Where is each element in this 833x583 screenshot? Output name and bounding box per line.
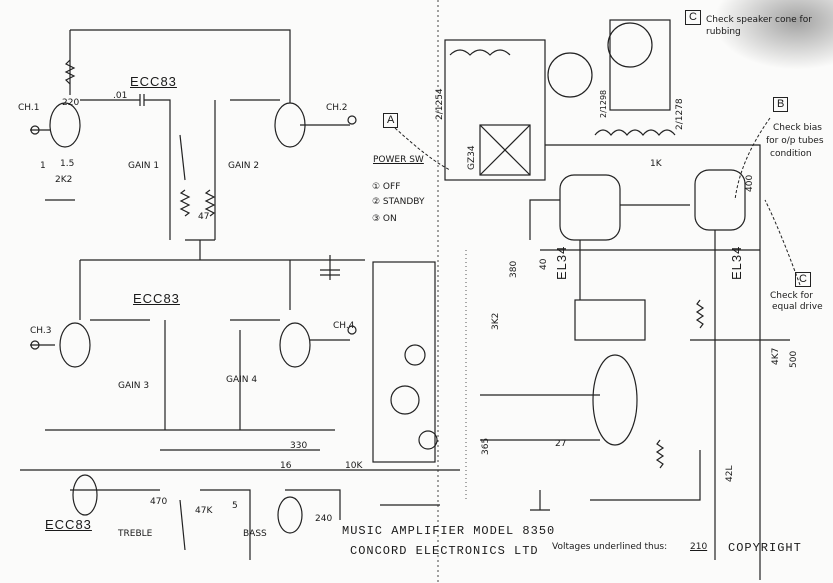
resistor-470: 470 xyxy=(150,497,168,507)
capacitor-16: 16 xyxy=(280,461,292,471)
marker-c-side: C xyxy=(795,272,811,287)
gain-2-label: GAIN 2 xyxy=(228,161,260,171)
voltage-example: 210 xyxy=(690,542,708,552)
power-switch-on: ③ ON xyxy=(372,214,397,224)
resistor-500: 500 xyxy=(789,350,799,368)
power-switch-label: POWER SW xyxy=(373,155,424,165)
resistor-5: 5 xyxy=(232,501,238,511)
note-speaker-cone: Check speaker cone for rubbing xyxy=(706,15,812,37)
copyright-text: COPYRIGHT xyxy=(728,541,802,555)
marker-a: A xyxy=(383,113,399,128)
tube-gz34: GZ34 xyxy=(467,145,477,170)
note-drive-1: Check for xyxy=(770,291,813,301)
resistor-4k7: 4K7 xyxy=(771,347,781,365)
note-drive-2: equal drive xyxy=(772,302,823,312)
note-bias-2: for o/p tubes xyxy=(766,136,824,146)
resistor-42l: 42L xyxy=(725,465,735,482)
note-bias-3: condition xyxy=(770,149,812,159)
scan-smudge xyxy=(713,0,833,70)
channel-1-label: CH.1 xyxy=(18,103,40,113)
gain-1-label: GAIN 1 xyxy=(128,161,160,171)
model-title: MUSIC AMPLIFIER MODEL 8350 xyxy=(342,524,556,538)
resistor-3k2: 3K2 xyxy=(491,312,501,330)
resistor-330: 330 xyxy=(290,441,308,451)
capacitor-01: .01 xyxy=(113,91,128,101)
tube-ecc83-2: ECC83 xyxy=(133,291,180,306)
resistor-2k2: 2K2 xyxy=(55,175,73,185)
bass-label: BASS xyxy=(243,529,267,539)
voltage-note: Voltages underlined thus: xyxy=(552,542,668,552)
channel-3-label: CH.3 xyxy=(30,326,52,336)
tube-el34-1: EL34 xyxy=(554,245,569,280)
marker-c-top: C xyxy=(685,10,701,25)
resistor-27: 27 xyxy=(555,439,567,449)
resistor-380: 380 xyxy=(509,260,519,278)
power-switch-standby: ② STANDBY xyxy=(372,197,425,207)
resistor-47k: 47K xyxy=(195,506,213,516)
resistor-1: 1 xyxy=(40,161,46,171)
choke-label: 2/1298 xyxy=(599,89,608,118)
resistor-10k: 10K xyxy=(345,461,363,471)
resistor-240: 240 xyxy=(315,514,333,524)
power-switch-off: ① OFF xyxy=(372,182,401,192)
capacitor-40: 40 xyxy=(539,258,549,270)
resistor-365: 365 xyxy=(481,437,491,455)
tube-el34-2: EL34 xyxy=(729,245,744,280)
tube-ecc83-3: ECC83 xyxy=(45,517,92,532)
resistor-400: 400 xyxy=(745,174,755,192)
note-bias-1: Check bias xyxy=(773,123,822,133)
resistor-220: 220 xyxy=(62,98,80,108)
resistor-1-5: 1.5 xyxy=(60,159,75,169)
output-transformer-label: 2/1278 xyxy=(675,98,685,130)
treble-label: TREBLE xyxy=(118,529,153,539)
tube-ecc83-1: ECC83 xyxy=(130,74,177,89)
mains-transformer-label: 2/1254 xyxy=(435,88,445,120)
resistor-47: 47 xyxy=(198,212,210,222)
resistor-1k: 1K xyxy=(650,159,662,169)
channel-2-label: CH.2 xyxy=(326,103,348,113)
company-name: CONCORD ELECTRONICS LTD xyxy=(350,544,539,558)
gain-4-label: GAIN 4 xyxy=(226,375,258,385)
marker-b: B xyxy=(773,97,789,112)
gain-3-label: GAIN 3 xyxy=(118,381,150,391)
channel-4-label: CH.4 xyxy=(333,321,355,331)
